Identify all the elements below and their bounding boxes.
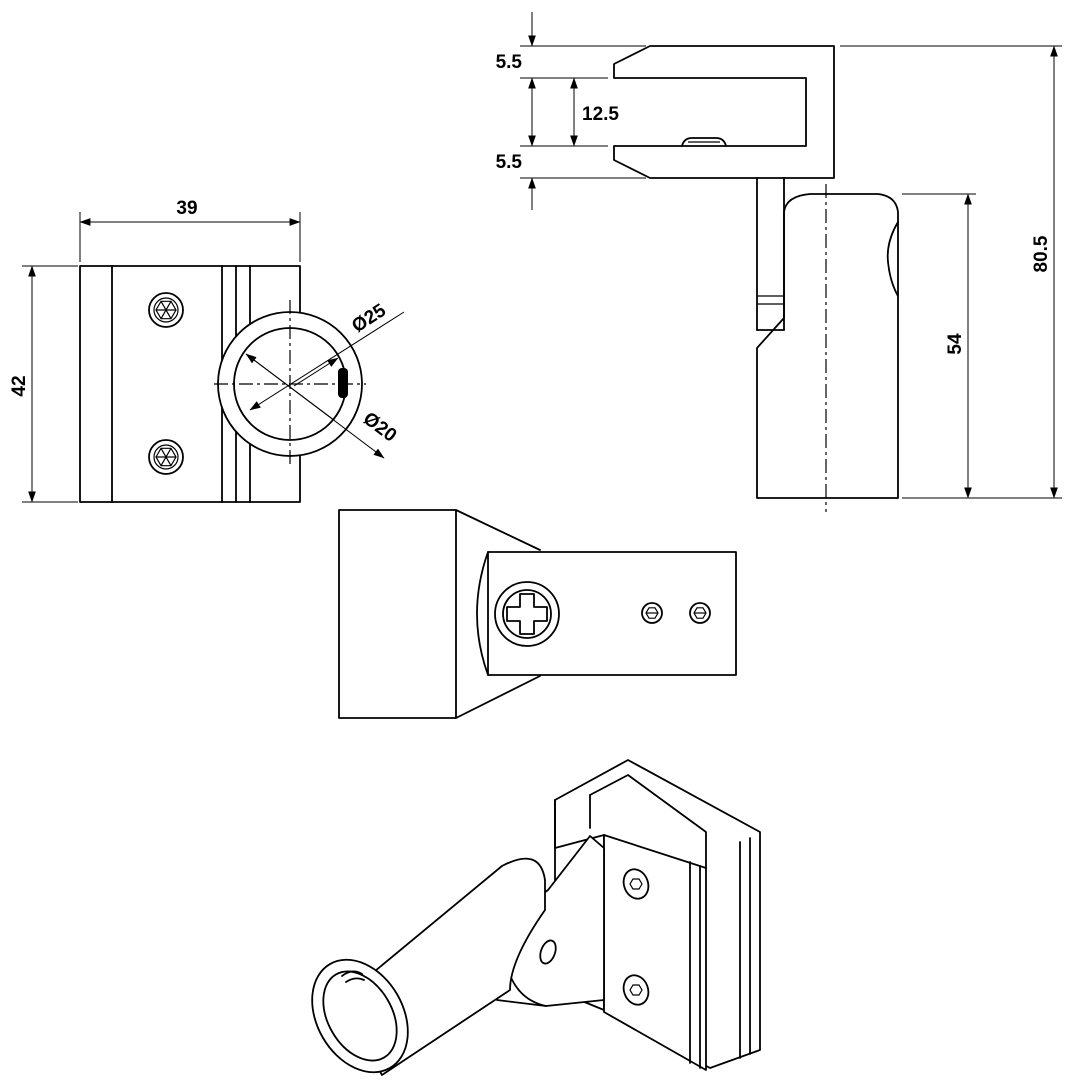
hex-socket-screw-icon [148, 439, 184, 475]
top-wall-dimension-label: 5.5 [496, 52, 523, 73]
bottom-view [338, 509, 737, 719]
isometric-view [311, 759, 761, 1076]
hex-socket-screw-icon [622, 868, 650, 900]
bottom-wall-dimension-label: 5.5 [496, 152, 523, 173]
hex-socket-screw-icon [689, 602, 711, 624]
hex-socket-screw-icon [148, 292, 184, 328]
width-dimension-label: 39 [176, 198, 197, 219]
height-dimension-label: 42 [9, 375, 30, 396]
tube-length-dimension-label: 54 [945, 333, 966, 355]
glass-gap-dimension-label: 12.5 [582, 104, 619, 125]
hex-socket-screw-icon [641, 602, 663, 624]
phillips-screw-icon [494, 581, 560, 647]
overall-height-dimension-label: 80.5 [1031, 235, 1052, 272]
hex-socket-screw-icon [622, 974, 650, 1006]
outer-diameter-label: Ø25 [348, 300, 390, 337]
inner-diameter-label: Ø20 [359, 408, 400, 446]
side-view: 5.5 12.5 5.5 54 80.5 [496, 12, 1062, 512]
front-view: Ø25 Ø20 39 42 [9, 198, 405, 503]
